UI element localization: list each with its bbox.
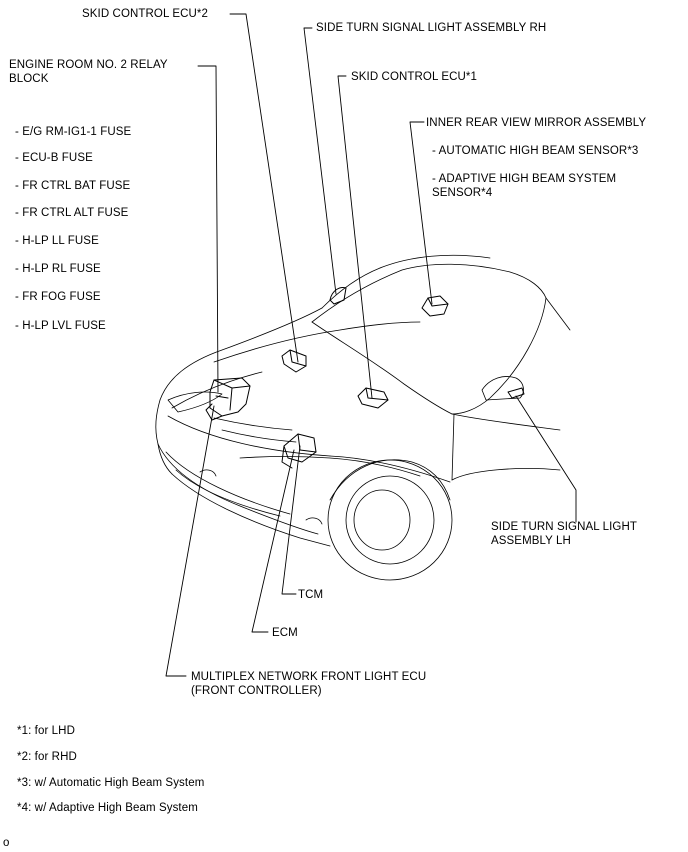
corner-code: o bbox=[3, 837, 10, 849]
side-turn-signal-rh-component bbox=[329, 287, 347, 305]
fuse-item: - FR FOG FUSE bbox=[15, 291, 101, 303]
inner-mirror-component bbox=[421, 295, 449, 317]
label-side-turn-signal-lh-line1: SIDE TURN SIGNAL LIGHT bbox=[491, 521, 637, 533]
fuse-item: - H-LP RL FUSE bbox=[15, 263, 101, 275]
label-adaptive-sensor-line2: SENSOR*4 bbox=[432, 187, 493, 199]
label-front-light-ecu-line1: MULTIPLEX NETWORK FRONT LIGHT ECU bbox=[191, 671, 427, 683]
label-tcm: TCM bbox=[298, 589, 324, 601]
skid-control-ecu-2-component bbox=[281, 349, 307, 373]
label-skid-control-ecu-2: SKID CONTROL ECU*2 bbox=[82, 8, 208, 20]
label-auto-high-beam-sensor: - AUTOMATIC HIGH BEAM SENSOR*3 bbox=[432, 145, 639, 157]
label-front-light-ecu-line2: (FRONT CONTROLLER) bbox=[191, 685, 322, 697]
ecm-tcm-component bbox=[281, 433, 317, 469]
label-adaptive-sensor-line1: - ADAPTIVE HIGH BEAM SYSTEM bbox=[432, 173, 617, 185]
label-skid-control-ecu-1: SKID CONTROL ECU*1 bbox=[351, 71, 477, 83]
footnote-item: *3: w/ Automatic High Beam System bbox=[17, 777, 205, 789]
footnote-item: *4: w/ Adaptive High Beam System bbox=[17, 802, 198, 814]
car-body-outline bbox=[155, 254, 571, 581]
leader-lines bbox=[165, 13, 577, 677]
relay-block-component bbox=[205, 377, 251, 421]
skid-control-ecu-1-component bbox=[357, 387, 389, 409]
footnote-item: *1: for LHD bbox=[17, 725, 75, 737]
footnote-item: *2: for RHD bbox=[17, 751, 77, 763]
label-side-turn-signal-lh-line2: ASSEMBLY LH bbox=[491, 535, 571, 547]
label-side-turn-signal-rh: SIDE TURN SIGNAL LIGHT ASSEMBLY RH bbox=[316, 22, 547, 34]
fuse-item: - H-LP LL FUSE bbox=[15, 235, 99, 247]
fuse-item: - FR CTRL ALT FUSE bbox=[15, 207, 129, 219]
fuse-item: - H-LP LVL FUSE bbox=[15, 320, 106, 332]
label-relay-block-line2: BLOCK bbox=[9, 73, 49, 85]
label-relay-block-line1: ENGINE ROOM NO. 2 RELAY bbox=[9, 59, 168, 71]
fuse-item: - ECU-B FUSE bbox=[15, 152, 93, 164]
fuse-item: - E/G RM-IG1-1 FUSE bbox=[15, 126, 132, 138]
label-ecm: ECM bbox=[272, 627, 298, 639]
label-inner-mirror: INNER REAR VIEW MIRROR ASSEMBLY bbox=[426, 117, 647, 129]
fuse-item: - FR CTRL BAT FUSE bbox=[15, 180, 131, 192]
side-turn-signal-lh-component bbox=[507, 387, 525, 399]
